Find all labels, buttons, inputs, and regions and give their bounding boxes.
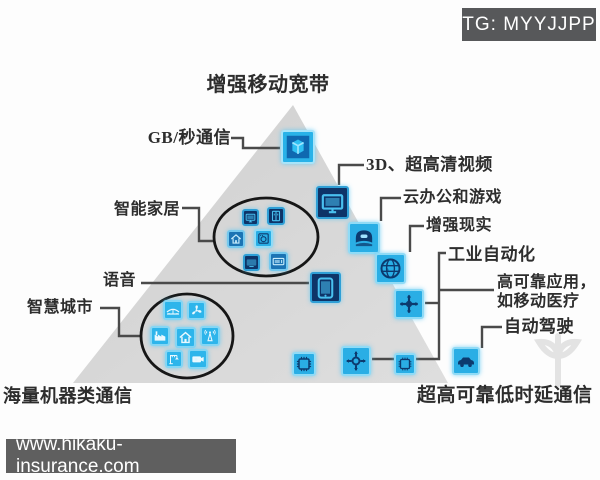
building-icon: [174, 326, 196, 348]
label-industrial-automation: 工业自动化: [448, 244, 536, 264]
desktop-icon: [241, 208, 259, 226]
tv-icon: [242, 253, 260, 271]
label-urllc: 超高可靠低时延通信: [417, 384, 593, 406]
driving-connector: [480, 325, 502, 348]
label-smart-home: 智能家居: [114, 200, 181, 218]
label-uhd-3d-video: 3D、超高清视频: [366, 154, 493, 174]
watermark-url-bar: www.hikaku-insurance.com: [6, 434, 236, 477]
smart-home-connector: [182, 206, 213, 243]
label-mmtc: 海量机器类通信: [3, 386, 133, 407]
washer-icon: [253, 228, 273, 248]
telegram-badge-text: TG: MYYJJPP: [462, 13, 596, 35]
gb-connector: [231, 136, 280, 150]
traffic-bridge-icon: [163, 300, 183, 320]
antenna-icon: [200, 326, 220, 346]
home-icon: [227, 230, 245, 248]
label-voice: 语音: [103, 271, 137, 289]
label-high-reliability-apps: 高可靠应用， 如移动医疗: [497, 274, 597, 310]
globe-icon: [374, 252, 406, 284]
windmill-icon: [186, 300, 206, 320]
microwave-icon: [268, 251, 288, 271]
crane-icon: [165, 350, 183, 368]
automation-cross-icon: [394, 289, 424, 319]
label-augmented-reality: 增强现实: [426, 216, 493, 234]
vr-helmet-icon: [348, 222, 380, 254]
smart-city-circle: [139, 292, 235, 380]
meter-icon: [394, 353, 416, 375]
label-smart-city: 智慧城市: [27, 298, 94, 316]
video-connector: [337, 163, 364, 185]
label-cloud-office-gaming: 云办公和游戏: [403, 188, 503, 206]
smart-city-connector: [100, 306, 140, 338]
monitor-icon: [315, 185, 349, 219]
label-title: 增强移动宽带: [206, 74, 330, 97]
factory-icon: [150, 326, 170, 346]
watermark-url-text: www.hikaku-insurance.com: [16, 434, 140, 477]
watermark-logo: [533, 333, 583, 387]
smart-home-circle: [212, 196, 320, 278]
storage-cube-icon: [281, 130, 315, 164]
fridge-icon: [267, 207, 285, 225]
car-icon: [452, 347, 480, 375]
roundabout-icon: [341, 346, 371, 376]
label-gb-per-second: GB/秒通信: [147, 127, 231, 147]
camera-icon: [188, 349, 208, 369]
sensor-icon: [292, 352, 316, 376]
tablet-icon: [309, 271, 341, 303]
cloud-connector: [379, 196, 401, 221]
telegram-badge: TG: MYYJJPP: [462, 8, 596, 41]
label-autonomous-driving: 自动驾驶: [504, 316, 574, 336]
ar-connector: [408, 224, 424, 252]
